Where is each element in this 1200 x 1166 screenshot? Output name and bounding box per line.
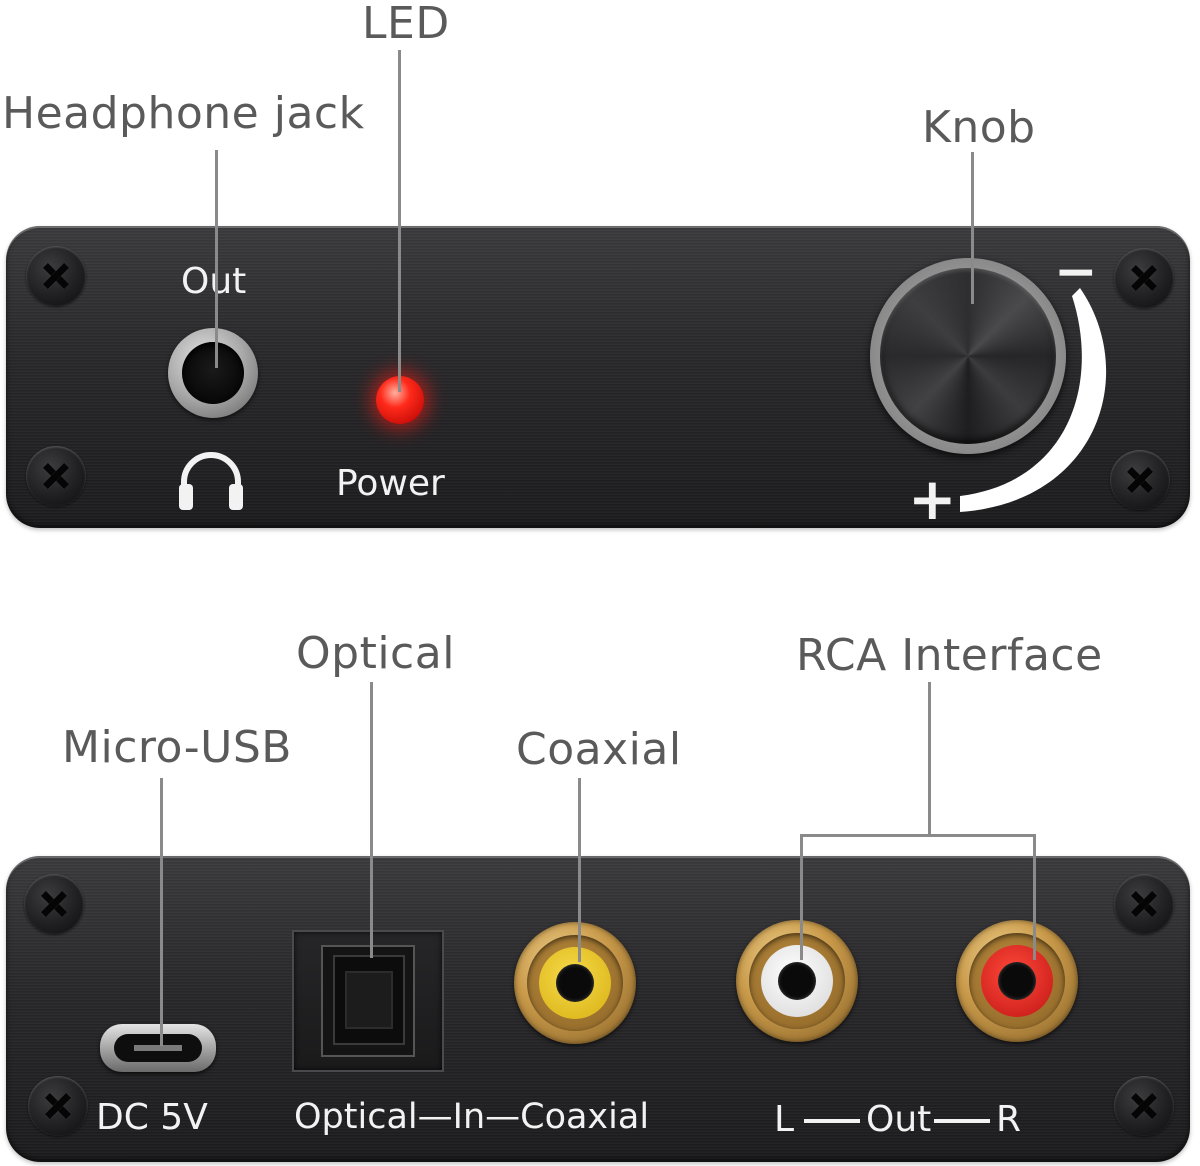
power-label: Power (336, 463, 445, 504)
rca-left-port (736, 920, 858, 1042)
rca-right-port (956, 920, 1078, 1042)
micro-usb-port (100, 1024, 216, 1072)
out-left-dash (804, 1119, 860, 1123)
out-label: Out (181, 261, 247, 302)
volume-minus-label: − (1054, 242, 1098, 302)
headphone-icon (179, 452, 243, 510)
screw-icon (28, 1076, 88, 1136)
rca-leader-bar (800, 834, 1036, 837)
screw-icon (26, 246, 86, 306)
screw-icon (1114, 874, 1174, 934)
optical-callout: Optical (296, 628, 455, 679)
optical-in-coaxial-label: Optical—In—Coaxial (294, 1097, 650, 1137)
screw-icon (1110, 450, 1170, 510)
led-leader-line (398, 50, 401, 392)
out-right-dash (934, 1119, 990, 1123)
out-left-label: L (774, 1099, 795, 1140)
screw-icon (24, 874, 84, 934)
headphone-jack (168, 328, 258, 418)
headphone-leader-line (215, 150, 218, 368)
volume-plus-label: + (908, 465, 957, 533)
knob-callout: Knob (922, 102, 1036, 153)
coaxial-rca-port (514, 922, 636, 1044)
screw-icon (26, 446, 86, 506)
optical-port (292, 930, 444, 1072)
screw-icon (1114, 248, 1174, 308)
out-right-label: R (996, 1099, 1022, 1140)
micro-usb-callout: Micro-USB (62, 722, 292, 773)
led-callout: LED (362, 0, 450, 49)
optical-leader-line (370, 682, 373, 958)
headphone-jack-callout: Headphone jack (2, 88, 365, 139)
dc-5v-label: DC 5V (96, 1097, 208, 1138)
volume-arc (960, 288, 1107, 512)
coaxial-callout: Coaxial (516, 724, 682, 775)
rca-leader-left (800, 834, 803, 960)
coaxial-leader-line (578, 778, 581, 962)
rca-interface-callout: RCA Interface (796, 630, 1103, 681)
rca-leader-right (1033, 834, 1036, 960)
screw-icon (1114, 1076, 1174, 1136)
volume-knob[interactable] (870, 258, 1066, 454)
knob-leader-line (971, 152, 974, 304)
rca-leader-stem (928, 682, 931, 836)
micro-usb-leader-line (160, 778, 163, 1046)
out-rear-label: Out (866, 1099, 932, 1140)
